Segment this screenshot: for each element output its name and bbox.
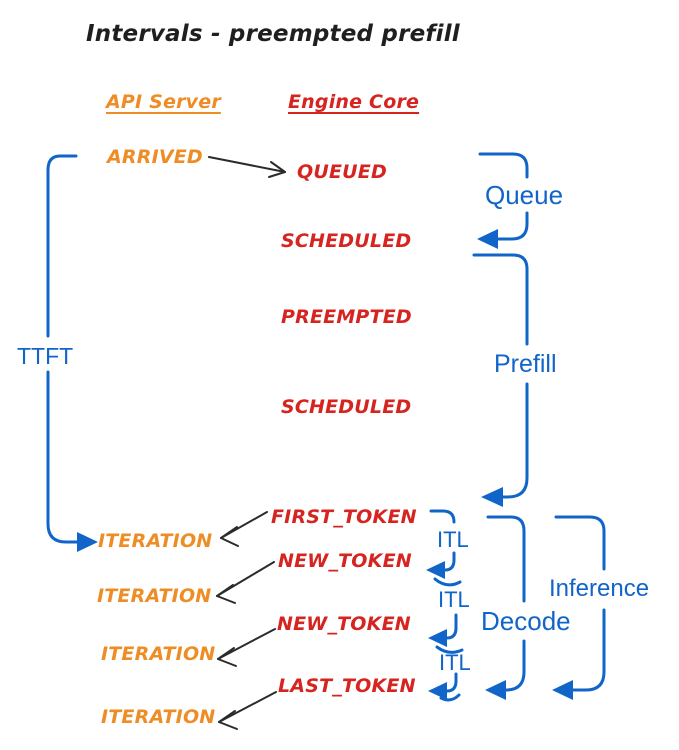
arrow-last-token-to-iteration — [218, 691, 277, 730]
api-event-iteration-3: ITERATION — [101, 643, 216, 665]
inference-bracket — [552, 515, 606, 700]
arrow-arrived-to-queued — [208, 156, 286, 178]
decode-bracket — [485, 515, 526, 700]
column-header-api-server: API Server — [106, 91, 221, 113]
api-event-arrived: ARRIVED — [107, 146, 203, 168]
arrow-new-token-2-to-iteration — [217, 628, 276, 667]
interval-label-itl-3: ITL — [439, 650, 471, 675]
itl-bracket-3 — [428, 672, 461, 702]
interval-label-inference: Inference — [549, 575, 650, 602]
prefill-bracket — [472, 253, 529, 507]
arrow-new-token-1-to-iteration — [216, 561, 275, 604]
engine-event-first-token: FIRST_TOKEN — [271, 506, 417, 528]
api-event-iteration-4: ITERATION — [101, 706, 216, 728]
engine-event-new-token-2: NEW_TOKEN — [277, 613, 411, 635]
interval-label-itl-1: ITL — [437, 527, 469, 552]
interval-label-queue: Queue — [485, 180, 564, 210]
column-header-engine-core: Engine Core — [288, 91, 420, 113]
interval-label-prefill: Prefill — [494, 350, 557, 378]
itl-bracket-1 — [426, 509, 462, 587]
diagram-title: Intervals - preempted prefill — [86, 21, 460, 47]
interval-label-itl-2: ITL — [438, 587, 470, 612]
engine-event-scheduled-2: SCHEDULED — [281, 396, 412, 418]
engine-event-queued: QUEUED — [297, 161, 387, 183]
interval-label-decode: Decode — [481, 606, 571, 636]
interval-label-ttft: TTFT — [17, 343, 74, 369]
ttft-bracket — [46, 154, 98, 552]
itl-bracket-2 — [428, 613, 464, 654]
api-event-iteration-1: ITERATION — [98, 530, 213, 552]
engine-event-preempted: PREEMPTED — [281, 306, 412, 328]
engine-event-scheduled-1: SCHEDULED — [281, 230, 412, 252]
queue-bracket — [477, 152, 529, 249]
arrow-first-token-to-iteration — [220, 511, 268, 547]
engine-event-last-token: LAST_TOKEN — [278, 675, 416, 697]
api-event-iteration-2: ITERATION — [97, 585, 212, 607]
engine-event-new-token-1: NEW_TOKEN — [278, 550, 412, 572]
